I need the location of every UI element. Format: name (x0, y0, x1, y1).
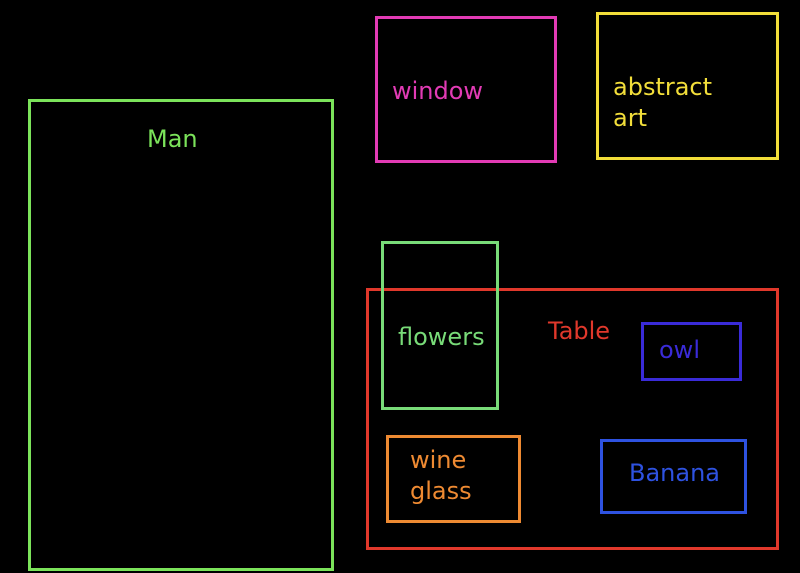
abstract-art-box (596, 12, 779, 160)
man-label: Man (147, 125, 198, 153)
banana-box (600, 439, 747, 514)
wine-glass-box (386, 435, 521, 523)
window-box (375, 16, 557, 163)
table-box (366, 288, 779, 550)
owl-box (641, 322, 742, 381)
abstract-art-label: abstract art (613, 73, 713, 132)
flowers-label: flowers (398, 323, 485, 351)
wine-glass-label: wine glass (410, 446, 472, 505)
owl-label: owl (659, 336, 700, 364)
window-label: window (392, 77, 484, 105)
flowers-box (381, 241, 499, 410)
table-label: Table (548, 317, 611, 345)
man-box (28, 99, 334, 571)
banana-label: Banana (629, 459, 721, 487)
